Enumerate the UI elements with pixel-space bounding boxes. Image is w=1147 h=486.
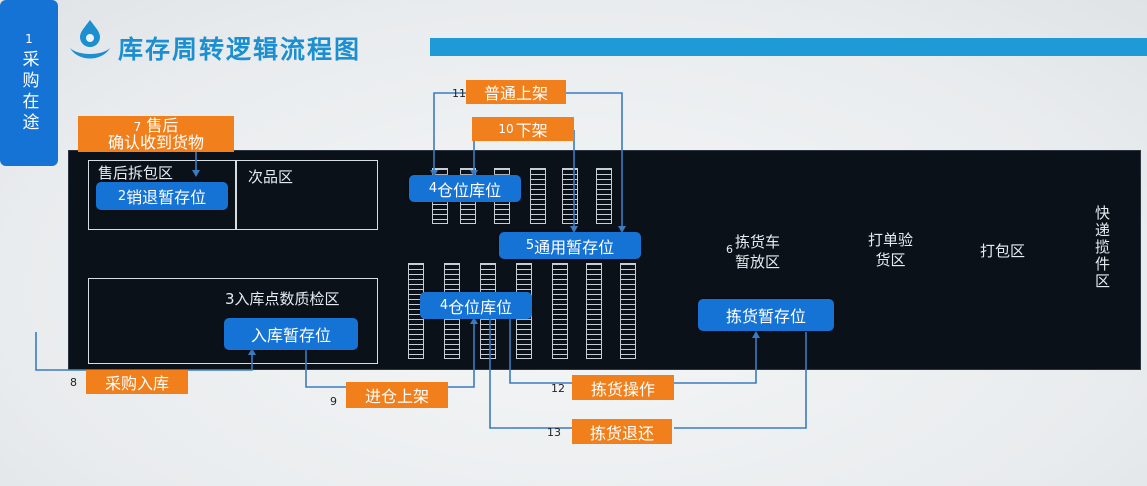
- node-number: 3: [225, 290, 235, 308]
- action-label-line2: 确认收到货物: [107, 132, 204, 152]
- shelf-rack: [596, 168, 612, 224]
- action-number: 10: [498, 122, 514, 136]
- normal-shelving-action: 普通上架: [466, 80, 566, 104]
- action-number: 7: [133, 119, 142, 134]
- node-number: 4: [428, 181, 438, 196]
- picking-cart-zone: 6 拣货车 暂放区: [726, 232, 781, 272]
- purchase-inbound-action: 采购入库: [86, 370, 188, 394]
- shelf-rack: [620, 263, 636, 359]
- picking-return-action: 拣货退还: [572, 419, 672, 444]
- node-number: 2: [117, 188, 127, 204]
- action-number: 9: [330, 395, 337, 408]
- node-number: 1: [25, 32, 33, 46]
- express-pickup-zone-label: 快递揽件区: [1093, 205, 1111, 290]
- action-label-line1: 售后: [146, 115, 179, 135]
- action-label: 下架: [515, 121, 548, 140]
- defective-zone-label: 次品区: [248, 168, 294, 186]
- node-label: 仓位库位: [437, 180, 502, 200]
- node-label: 仓位库位: [448, 297, 513, 317]
- zone-label-line1: 打单验: [868, 231, 914, 249]
- node-label: 销退暂存位: [126, 188, 207, 207]
- packing-zone-label: 打包区: [980, 242, 1026, 260]
- node-label: 通用暂存位: [534, 237, 615, 257]
- node-label: 采购在途: [18, 50, 39, 134]
- zone-label-line1: 拣货车: [735, 233, 781, 251]
- inbound-qc-zone: [88, 278, 378, 364]
- page-title: 库存周转逻辑流程图: [118, 35, 362, 64]
- defective-zone: [236, 160, 378, 230]
- node-number: 6: [726, 243, 733, 256]
- after-sales-unpack-zone: [88, 160, 236, 230]
- zone-label-line2: 暂放区: [735, 253, 781, 271]
- action-number: 11: [452, 87, 466, 100]
- node-number: 4: [439, 298, 449, 313]
- purchase-in-transit-node: 1 采购在途: [0, 0, 58, 166]
- zone-label-line2: 货区: [875, 251, 906, 269]
- picking-operation-action: 拣货操作: [572, 375, 674, 400]
- shelf-rack: [552, 263, 568, 359]
- action-number: 12: [551, 382, 565, 395]
- after-sales-unpack-label: 售后拆包区: [98, 164, 174, 182]
- title-accent-bar: [430, 38, 1147, 56]
- print-check-zone: 打单验 货区: [868, 230, 913, 270]
- node-number: 5: [525, 238, 535, 253]
- shelf-rack: [586, 263, 602, 359]
- after-sales-confirm-action: 7 售后 确认收到货物: [78, 116, 234, 152]
- shelf-rack: [530, 168, 546, 224]
- action-number: 8: [70, 376, 77, 389]
- node-label: 入库点数质检区: [234, 290, 340, 308]
- inbound-qc-label: 3入库点数质检区: [225, 288, 340, 309]
- water-drop-logo-icon: [70, 20, 110, 59]
- picking-temp-storage-node: 拣货暂存位: [698, 299, 834, 331]
- inbound-temp-storage-node: 入库暂存位: [224, 318, 358, 350]
- action-number: 13: [547, 426, 561, 439]
- put-away-action: 进仓上架: [346, 382, 448, 408]
